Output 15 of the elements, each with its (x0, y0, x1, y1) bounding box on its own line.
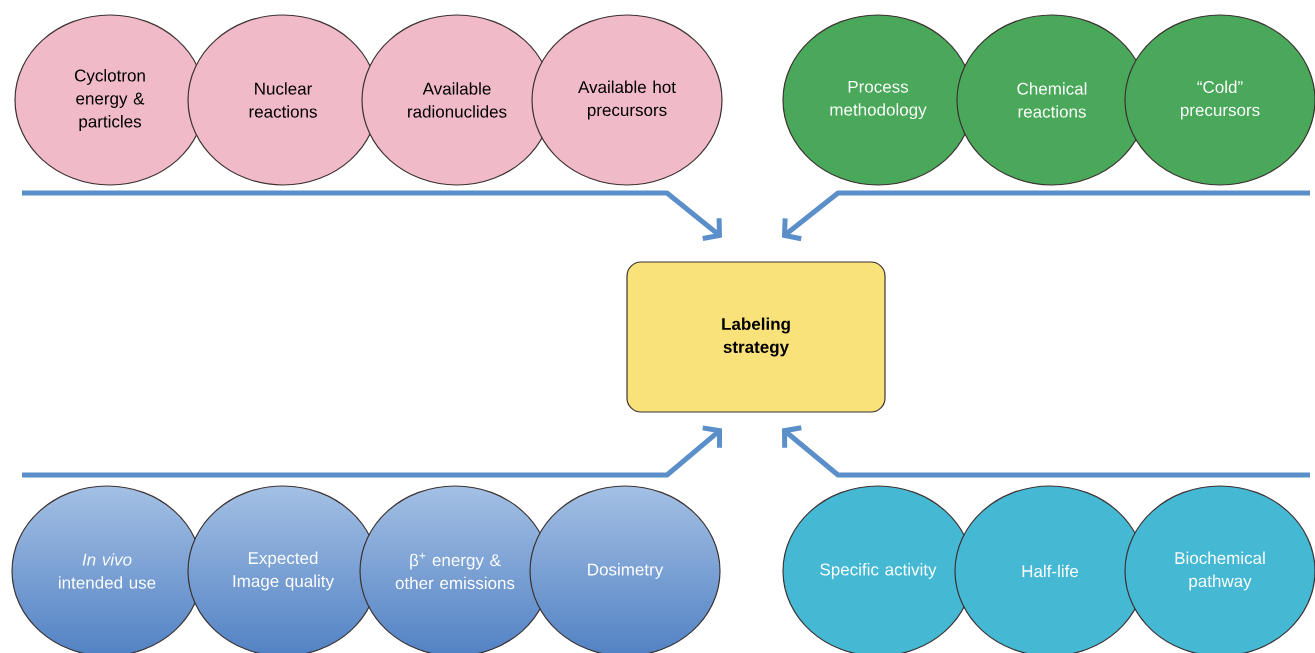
ellipse-node: Chemical reactions (956, 14, 1148, 186)
ellipse-node: Specific activity (782, 485, 974, 653)
ellipse-node: Process methodology (782, 14, 974, 186)
arrow (782, 190, 1310, 242)
ellipse-node: Biochemical pathway (1124, 485, 1315, 653)
ellipse-node: Available hot precursors (531, 14, 723, 186)
ellipse-node: “Cold” precursors (1124, 14, 1315, 186)
arrow (22, 190, 722, 241)
ellipse-node: Available radionuclides (361, 14, 553, 186)
ellipse-node: Nuclear reactions (187, 14, 379, 186)
arrow (22, 425, 722, 478)
arrow (782, 425, 1310, 478)
ellipse-node: Half-life (954, 485, 1146, 653)
strategy-box: Labeling strategy (626, 261, 886, 413)
ellipse-node: Cyclotron energy & particles (14, 14, 206, 186)
